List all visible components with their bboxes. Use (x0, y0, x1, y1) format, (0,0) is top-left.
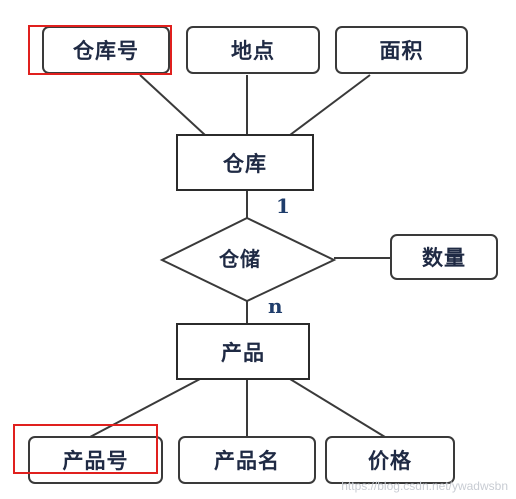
attribute-price-label: 价格 (368, 448, 412, 473)
edge-warehouse-id (139, 74, 206, 136)
attribute-quantity[interactable]: 数量 (390, 234, 498, 280)
attribute-product-name[interactable]: 产品名 (178, 436, 316, 484)
attribute-location-label: 地点 (231, 38, 275, 63)
attribute-area-label: 面积 (379, 38, 424, 63)
edge-price (289, 378, 386, 438)
attribute-product-id[interactable]: 产品号 (28, 436, 163, 484)
edge-product-id (89, 378, 201, 438)
relationship-label: 仓储 (219, 247, 261, 271)
attribute-warehouse-id[interactable]: 仓库号 (42, 26, 170, 74)
attribute-product-id-label: 产品号 (62, 448, 129, 473)
attribute-warehouse-id-label: 仓库号 (73, 38, 139, 63)
edge-area (289, 74, 371, 136)
attribute-product-name-label: 产品名 (214, 448, 280, 473)
attribute-area[interactable]: 面积 (335, 26, 468, 74)
attribute-location[interactable]: 地点 (186, 26, 320, 74)
cardinality-product: n (268, 294, 283, 318)
cardinality-warehouse: 1 (276, 194, 290, 218)
entity-warehouse-label: 仓库 (223, 150, 267, 176)
watermark: https://blog.csdn.net/ywadwsbn (341, 479, 508, 493)
entity-warehouse[interactable]: 仓库 (176, 134, 314, 191)
entity-product[interactable]: 产品 (176, 323, 310, 380)
attribute-price[interactable]: 价格 (325, 436, 455, 484)
entity-product-label: 产品 (221, 339, 265, 365)
attribute-quantity-label: 数量 (422, 245, 466, 270)
